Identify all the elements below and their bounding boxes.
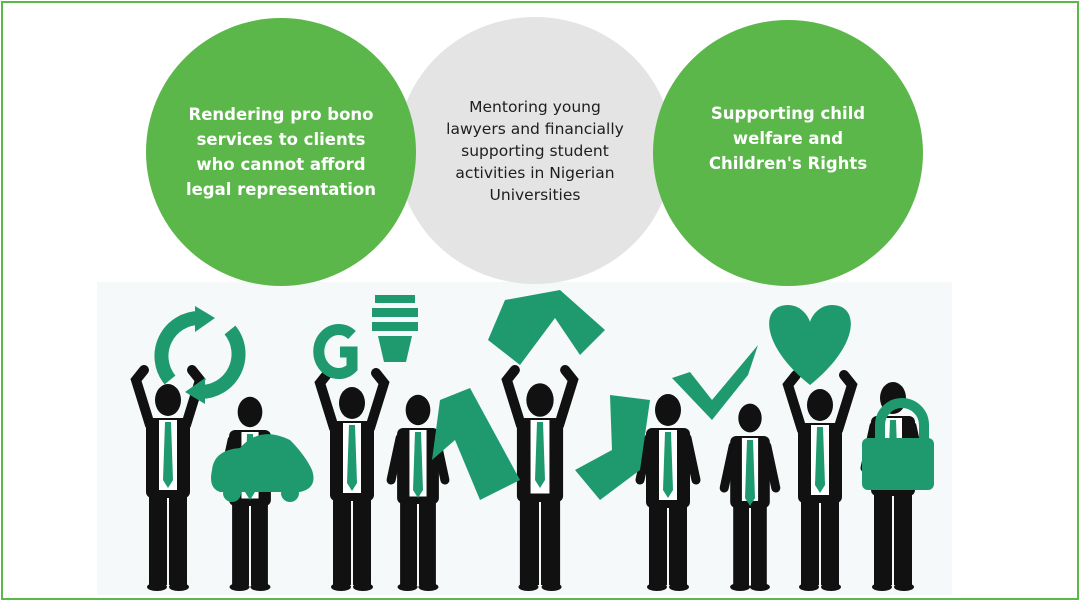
lock-icon bbox=[862, 438, 934, 490]
person-head bbox=[526, 383, 554, 417]
g-letter-icon bbox=[313, 324, 358, 379]
person-head bbox=[807, 389, 833, 421]
person-silhouette bbox=[635, 394, 701, 591]
recycle-circle-icon bbox=[154, 310, 246, 400]
person-head bbox=[405, 394, 431, 426]
people-silhouettes bbox=[130, 290, 934, 591]
pro-bono-text: Rendering pro bono services to clients w… bbox=[185, 105, 377, 199]
person-silhouette bbox=[719, 403, 781, 591]
lock-shackle-icon bbox=[875, 398, 929, 440]
person-head bbox=[155, 384, 181, 416]
people-illustration bbox=[97, 282, 952, 595]
car-icon bbox=[211, 434, 314, 492]
child-welfare-circle: Supporting child welfare and Children's … bbox=[653, 20, 923, 286]
recycle-top-icon bbox=[488, 290, 605, 365]
pro-bono-circle: Rendering pro bono services to clients w… bbox=[146, 18, 416, 286]
person-head bbox=[655, 394, 681, 426]
person-silhouette bbox=[130, 365, 206, 591]
car-wheel-icon bbox=[223, 484, 241, 502]
child-welfare-text: Supporting child welfare and Children's … bbox=[708, 103, 868, 173]
mentoring-text: Mentoring young lawyers and financially … bbox=[446, 97, 624, 204]
recycle-left-icon bbox=[432, 388, 520, 500]
person-head bbox=[339, 387, 365, 419]
heart-icon bbox=[769, 305, 851, 385]
person-silhouette bbox=[501, 365, 579, 591]
person-silhouette bbox=[782, 370, 858, 591]
recycle-right-icon bbox=[575, 395, 650, 500]
mentoring-circle: Mentoring young lawyers and financially … bbox=[397, 17, 673, 284]
recycle-circle-arrowheads-icon bbox=[185, 306, 215, 404]
person-head bbox=[738, 403, 762, 433]
person-head bbox=[237, 396, 263, 428]
light-bulb-icon bbox=[372, 295, 418, 362]
check-icon bbox=[672, 345, 758, 420]
car-wheel-icon bbox=[281, 484, 299, 502]
person-silhouette bbox=[314, 368, 390, 591]
